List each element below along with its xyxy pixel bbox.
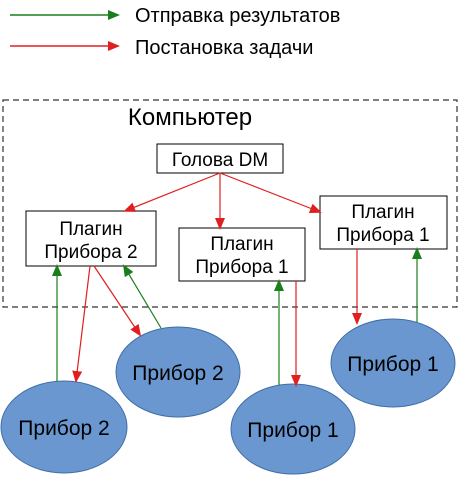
plugin-device-1-middle-line1: Плагин — [210, 234, 273, 255]
task-arrow-plugin-to-device-2-lower — [72, 265, 91, 383]
task-arrow-head-to-plugin-right — [219, 172, 322, 214]
device-2-lower-ellipse — [0, 380, 128, 474]
task-arrow-head-to-plugin-left — [123, 172, 221, 212]
device-1-upper-label: Прибор 1 — [347, 353, 438, 376]
head-dm-label: Голова DM — [172, 150, 268, 171]
plugin-device-2-line2: Прибора 2 — [44, 242, 137, 263]
legend-results-label: Отправка результатов — [135, 5, 340, 27]
device-2-lower-label: Прибор 2 — [18, 417, 109, 440]
plugin-device-1-right-line2: Прибора 1 — [336, 225, 429, 246]
legend: Отправка результатов Постановка задачи — [10, 5, 340, 59]
plugin-device-1-middle-box — [178, 227, 306, 282]
legend-task-label: Постановка задачи — [135, 37, 313, 59]
plugin-device-1-middle-line2: Прибора 1 — [195, 257, 288, 278]
plugin-device-2-box — [25, 210, 157, 267]
device-2-upper-label: Прибор 2 — [132, 362, 223, 385]
task-arrow-plugin-to-device-2-upper — [93, 265, 142, 337]
plugin-device-2-line1: Плагин — [59, 219, 122, 240]
plugin-device-1-right-line1: Плагин — [351, 202, 414, 223]
head-dm-box — [156, 143, 284, 174]
computer-title: Компьютер — [128, 104, 252, 131]
results-arrow-device-2-upper-to-plugin — [122, 264, 162, 329]
device-1-upper-ellipse — [330, 318, 456, 408]
device-1-lower-label: Прибор 1 — [247, 419, 338, 442]
device-2-upper-ellipse — [115, 326, 241, 418]
plugin-device-1-right-box — [319, 195, 448, 250]
